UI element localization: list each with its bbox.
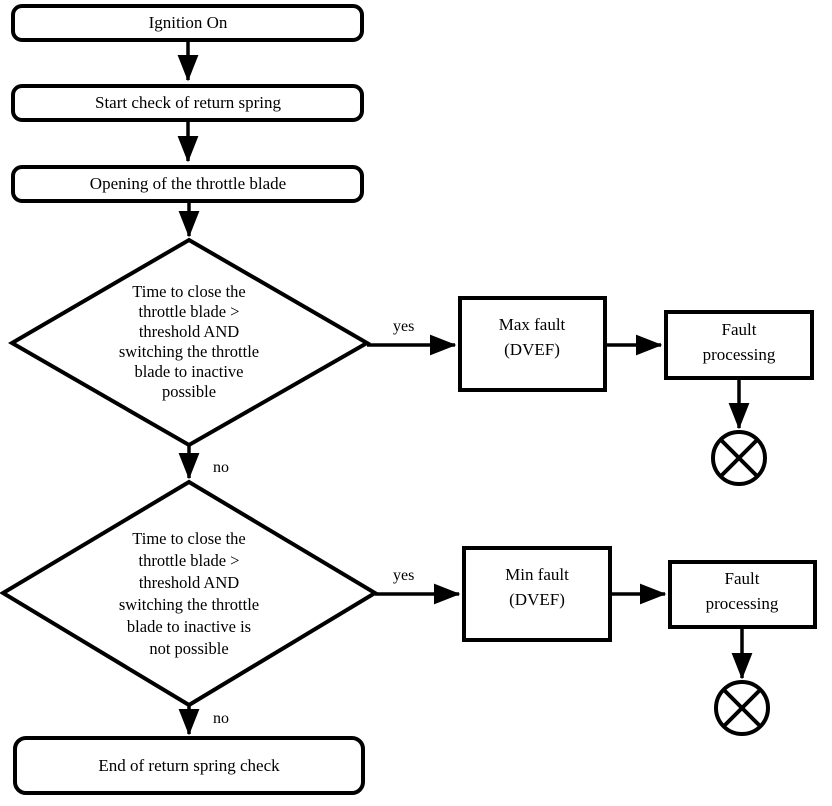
decision-min-shape xyxy=(0,479,379,708)
fault-processing-bottom-line-2: processing xyxy=(706,594,779,613)
max-fault-line-2: (DVEF) xyxy=(504,340,560,359)
decision-min-line-6: not possible xyxy=(149,639,228,658)
node-fault-processing-bottom[interactable]: Fault processing xyxy=(668,560,817,629)
decision-min-line-4: switching the throttle xyxy=(119,595,259,614)
decision-min-line-1: Time to close the xyxy=(132,529,246,548)
node-start-check[interactable]: Start check of return spring xyxy=(11,84,364,122)
node-fault-processing-top[interactable]: Fault processing xyxy=(664,310,814,380)
start-check-shape xyxy=(11,84,364,122)
max-fault-shape xyxy=(458,296,607,392)
decision-max-line-5: blade to inactive xyxy=(134,362,243,381)
min-fault-shape xyxy=(462,546,612,642)
end-check-shape xyxy=(13,736,365,795)
connector-group xyxy=(177,40,753,736)
node-decision-min[interactable]: Time to close the throttle blade > thres… xyxy=(0,479,379,708)
decision-max-line-4: switching the throttle xyxy=(119,342,259,361)
opening-blade-label: Opening of the throttle blade xyxy=(90,174,286,193)
fault-processing-bottom-shape xyxy=(668,560,817,629)
node-terminator-bottom[interactable] xyxy=(714,680,770,736)
fault-processing-bottom-line-1: Fault xyxy=(725,569,760,588)
fault-processing-top-line-1: Fault xyxy=(722,320,757,339)
edge-label-max-no: no xyxy=(213,459,229,476)
decision-max-line-1: Time to close the xyxy=(132,282,246,301)
terminator-bottom-cross-icon-b xyxy=(722,688,762,728)
node-end-check[interactable]: End of return spring check xyxy=(13,736,365,795)
edge-label-min-no: no xyxy=(213,710,229,727)
min-fault-line-2: (DVEF) xyxy=(509,590,565,609)
ignition-on-label: Ignition On xyxy=(149,13,228,32)
decision-min-line-5: blade to inactive is xyxy=(127,617,251,636)
edge-label-max-yes: yes xyxy=(393,318,414,335)
ignition-on-shape xyxy=(11,4,364,42)
edge-label-min-yes: yes xyxy=(393,567,414,584)
terminator-top-cross-icon-b xyxy=(719,438,759,478)
node-decision-max[interactable]: Time to close the throttle blade > thres… xyxy=(8,237,372,448)
max-fault-line-1: Max fault xyxy=(499,315,566,334)
node-ignition-on[interactable]: Ignition On xyxy=(11,4,364,42)
node-terminator-top[interactable] xyxy=(711,430,767,486)
decision-min-line-3: threshold AND xyxy=(139,573,239,592)
min-fault-line-1: Min fault xyxy=(505,565,569,584)
node-max-fault[interactable]: Max fault (DVEF) xyxy=(458,296,607,392)
start-check-label: Start check of return spring xyxy=(95,93,281,112)
node-opening-blade[interactable]: Opening of the throttle blade xyxy=(11,165,364,203)
fault-processing-top-line-2: processing xyxy=(703,345,776,364)
node-min-fault[interactable]: Min fault (DVEF) xyxy=(462,546,612,642)
decision-max-line-3: threshold AND xyxy=(139,322,239,341)
end-check-label: End of return spring check xyxy=(98,756,280,775)
decision-max-line-6: possible xyxy=(162,382,216,401)
decision-min-line-2: throttle blade > xyxy=(139,551,240,570)
opening-blade-shape xyxy=(11,165,364,203)
decision-max-shape xyxy=(8,237,372,448)
fault-processing-top-shape xyxy=(664,310,814,380)
decision-max-line-2: throttle blade > xyxy=(139,302,240,321)
